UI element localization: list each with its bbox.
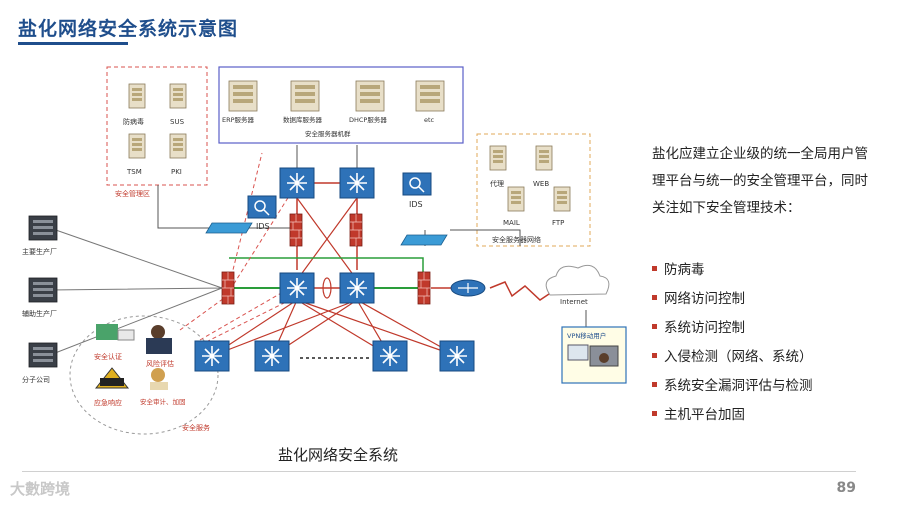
ids-box-right [402,172,432,196]
cluster-label-erp: ERP服务器 [222,115,255,124]
mgmt-label-sus: SUS [170,118,185,126]
bullet-icon [652,323,657,329]
core-switch-1 [279,167,315,199]
site-main-plant-rack [28,215,58,241]
net-node-proxy [489,145,507,171]
watermark: 大數跨境 [10,480,71,498]
network-diagram: 防病毒 SUS TSM PKI 安全管理区 ERP服务器 数据库服务器 DHCP… [22,66,627,435]
site-aux-plant-label: 辅助生产厂 [22,309,57,318]
bullet-icon [652,294,657,300]
mgmt-label-pki: PKI [171,168,182,176]
site-branch-rack [28,342,58,368]
flat-switch-left [205,222,253,234]
mgmt-label-antivirus: 防病毒 [123,117,144,126]
list-item: 防病毒 [652,256,813,285]
access-switch-1 [194,340,230,372]
net-label-web: WEB [533,180,549,188]
net-label-mail: MAIL [503,219,520,227]
service-emergency-icon [94,367,130,389]
site-branch-label: 分子公司 [22,375,50,384]
mgmt-node-pki [169,133,187,159]
internet-cloud [545,264,610,296]
service-risk-icon [146,325,172,354]
service-audit-label: 安全审计、加固 [140,397,186,406]
firewall-4 [417,271,431,305]
page-title: 盐化网络安全系统示意图 [18,18,239,40]
list-item: 入侵检测（网络、系统） [652,343,813,372]
ids-box-left [247,195,277,219]
bullet-icon [652,381,657,387]
page-number: 89 [836,480,856,496]
connections [49,145,587,359]
technique-list: 防病毒 网络访问控制 系统访问控制 入侵检测（网络、系统） 系统安全漏洞评估与检… [652,256,813,430]
core-switch-3 [279,272,315,304]
net-node-web [535,145,553,171]
service-audit-icon [150,368,168,390]
site-main-plant-label: 主要生产厂 [22,247,57,256]
mgmt-label-tsm: TSM [126,168,142,176]
cluster-node-etc [415,80,445,112]
cluster-zone-label: 安全服务器机群 [305,129,351,138]
server-net-zone-label: 安全服务器网络 [492,235,541,244]
diagram-caption: 盐化网络安全系统 [278,446,399,464]
core-switch-4 [339,272,375,304]
bullet-icon [652,265,657,271]
service-auth-label: 安全认证 [94,352,122,361]
cluster-label-etc: etc [424,116,435,124]
services-zone-label: 安全服务 [182,423,210,432]
list-item: 主机平台加固 [652,401,813,430]
services-zone [69,315,219,435]
cluster-node-dhcp [355,80,385,112]
vpn-user-box [561,326,627,384]
net-label-ftp: FTP [552,219,564,227]
ids-label-left: IDS [256,222,270,231]
description-text: 盐化应建立企业级的统一全局用户管理平台与统一的安全管理平台，同时关注如下安全管理… [652,146,868,216]
firewall-3 [221,271,235,305]
router [450,279,486,297]
firewall-1 [289,213,303,247]
access-switch-2 [254,340,290,372]
access-switch-4 [439,340,475,372]
service-auth-icon [96,324,135,341]
firewall-2 [349,213,363,247]
server-cluster-zone [218,66,464,144]
title-underline [18,42,128,45]
mgmt-node-antivirus [128,83,146,109]
site-aux-plant-rack [28,277,58,303]
ids-label-right: IDS [409,200,423,209]
internet-label: Internet [560,298,588,306]
cluster-label-dhcp: DHCP服务器 [349,115,387,124]
vpn-label: VPN移动用户 [567,331,606,340]
service-risk-label: 风险评估 [146,359,174,368]
mgmt-zone [106,66,208,186]
cluster-node-erp [228,80,258,112]
mgmt-node-tsm [128,133,146,159]
net-node-mail [507,186,525,212]
server-net-zone [476,133,591,247]
flat-switch-right [400,234,448,246]
bullet-icon [652,410,657,416]
footer-divider [22,471,856,472]
bullet-icon [652,352,657,358]
cluster-label-db: 数据库服务器 [283,115,323,124]
net-label-proxy: 代理 [490,179,504,188]
mgmt-zone-label: 安全管理区 [115,189,150,198]
service-emergency-label: 应急响应 [94,398,122,407]
list-item: 系统访问控制 [652,314,813,343]
net-node-ftp [553,186,571,212]
list-item: 网络访问控制 [652,285,813,314]
mgmt-node-sus [169,83,187,109]
list-item: 系统安全漏洞评估与检测 [652,372,813,401]
core-switch-2 [339,167,375,199]
access-switch-3 [372,340,408,372]
cluster-node-db [290,80,320,112]
